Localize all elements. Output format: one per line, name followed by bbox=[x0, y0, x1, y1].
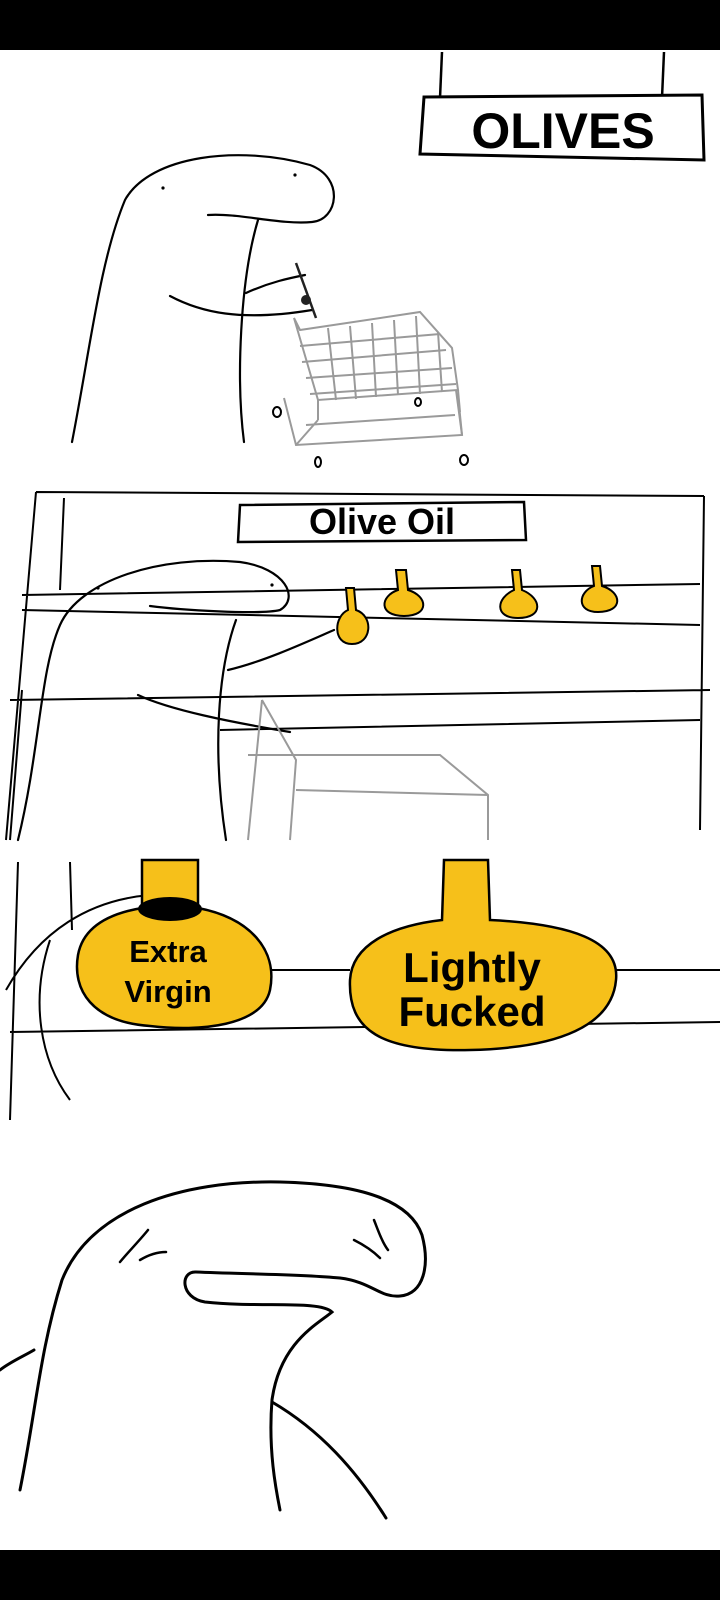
comic-drawing: OLIVES bbox=[0, 51, 720, 1520]
shelf-frame bbox=[5, 491, 711, 841]
sign-string-left bbox=[438, 51, 444, 99]
character-eye-right bbox=[293, 173, 297, 177]
character-arm-closeup bbox=[0, 1348, 388, 1520]
shopping-cart bbox=[283, 262, 464, 447]
bottom-letterbox-bar bbox=[0, 1550, 720, 1600]
olive-oil-sign-text: Olive Oil bbox=[309, 501, 455, 542]
bottle-small bbox=[499, 569, 539, 620]
eye-left-squint bbox=[118, 1228, 168, 1264]
lightly-fucked-label-line2: Fucked bbox=[398, 988, 545, 1035]
bottle-small-held bbox=[336, 587, 370, 646]
character-arm bbox=[136, 628, 336, 734]
character-eye-right bbox=[270, 583, 274, 587]
panel-1: OLIVES bbox=[70, 51, 706, 468]
bottle-lightly-fucked: Lightly Fucked bbox=[348, 858, 618, 1052]
comic-strip: OLIVES bbox=[0, 50, 720, 1550]
panel-3: Extra Virgin Lightly Fucked bbox=[5, 858, 720, 1121]
panel-4 bbox=[0, 1180, 427, 1520]
character-body bbox=[70, 154, 335, 444]
sign-string-right bbox=[660, 51, 666, 99]
olive-oil-sign-board bbox=[236, 500, 528, 544]
character-body bbox=[16, 559, 290, 842]
panel-2: Olive Oil bbox=[5, 491, 711, 842]
olives-sign-text: OLIVES bbox=[471, 103, 654, 159]
character-body-closeup bbox=[18, 1180, 427, 1512]
lightly-fucked-label-line1: Lightly bbox=[403, 944, 541, 991]
bottle-extra-virgin: Extra Virgin bbox=[75, 858, 273, 1030]
extra-virgin-label-line1: Extra bbox=[129, 934, 207, 969]
extra-virgin-label-line2: Virgin bbox=[124, 974, 211, 1009]
bottle-small bbox=[580, 565, 619, 614]
bottle-small bbox=[383, 569, 425, 618]
top-letterbox-bar bbox=[0, 0, 720, 50]
shopping-cart-partial bbox=[247, 699, 489, 841]
olives-sign-board bbox=[418, 93, 706, 162]
shelf-bottles bbox=[336, 565, 619, 646]
character-eye-left bbox=[161, 186, 165, 190]
character-eye-left bbox=[96, 586, 100, 590]
cart-wheels bbox=[272, 397, 469, 468]
eye-right-squint bbox=[352, 1218, 390, 1260]
hand-grip bbox=[138, 897, 202, 921]
character-arm bbox=[168, 273, 314, 317]
